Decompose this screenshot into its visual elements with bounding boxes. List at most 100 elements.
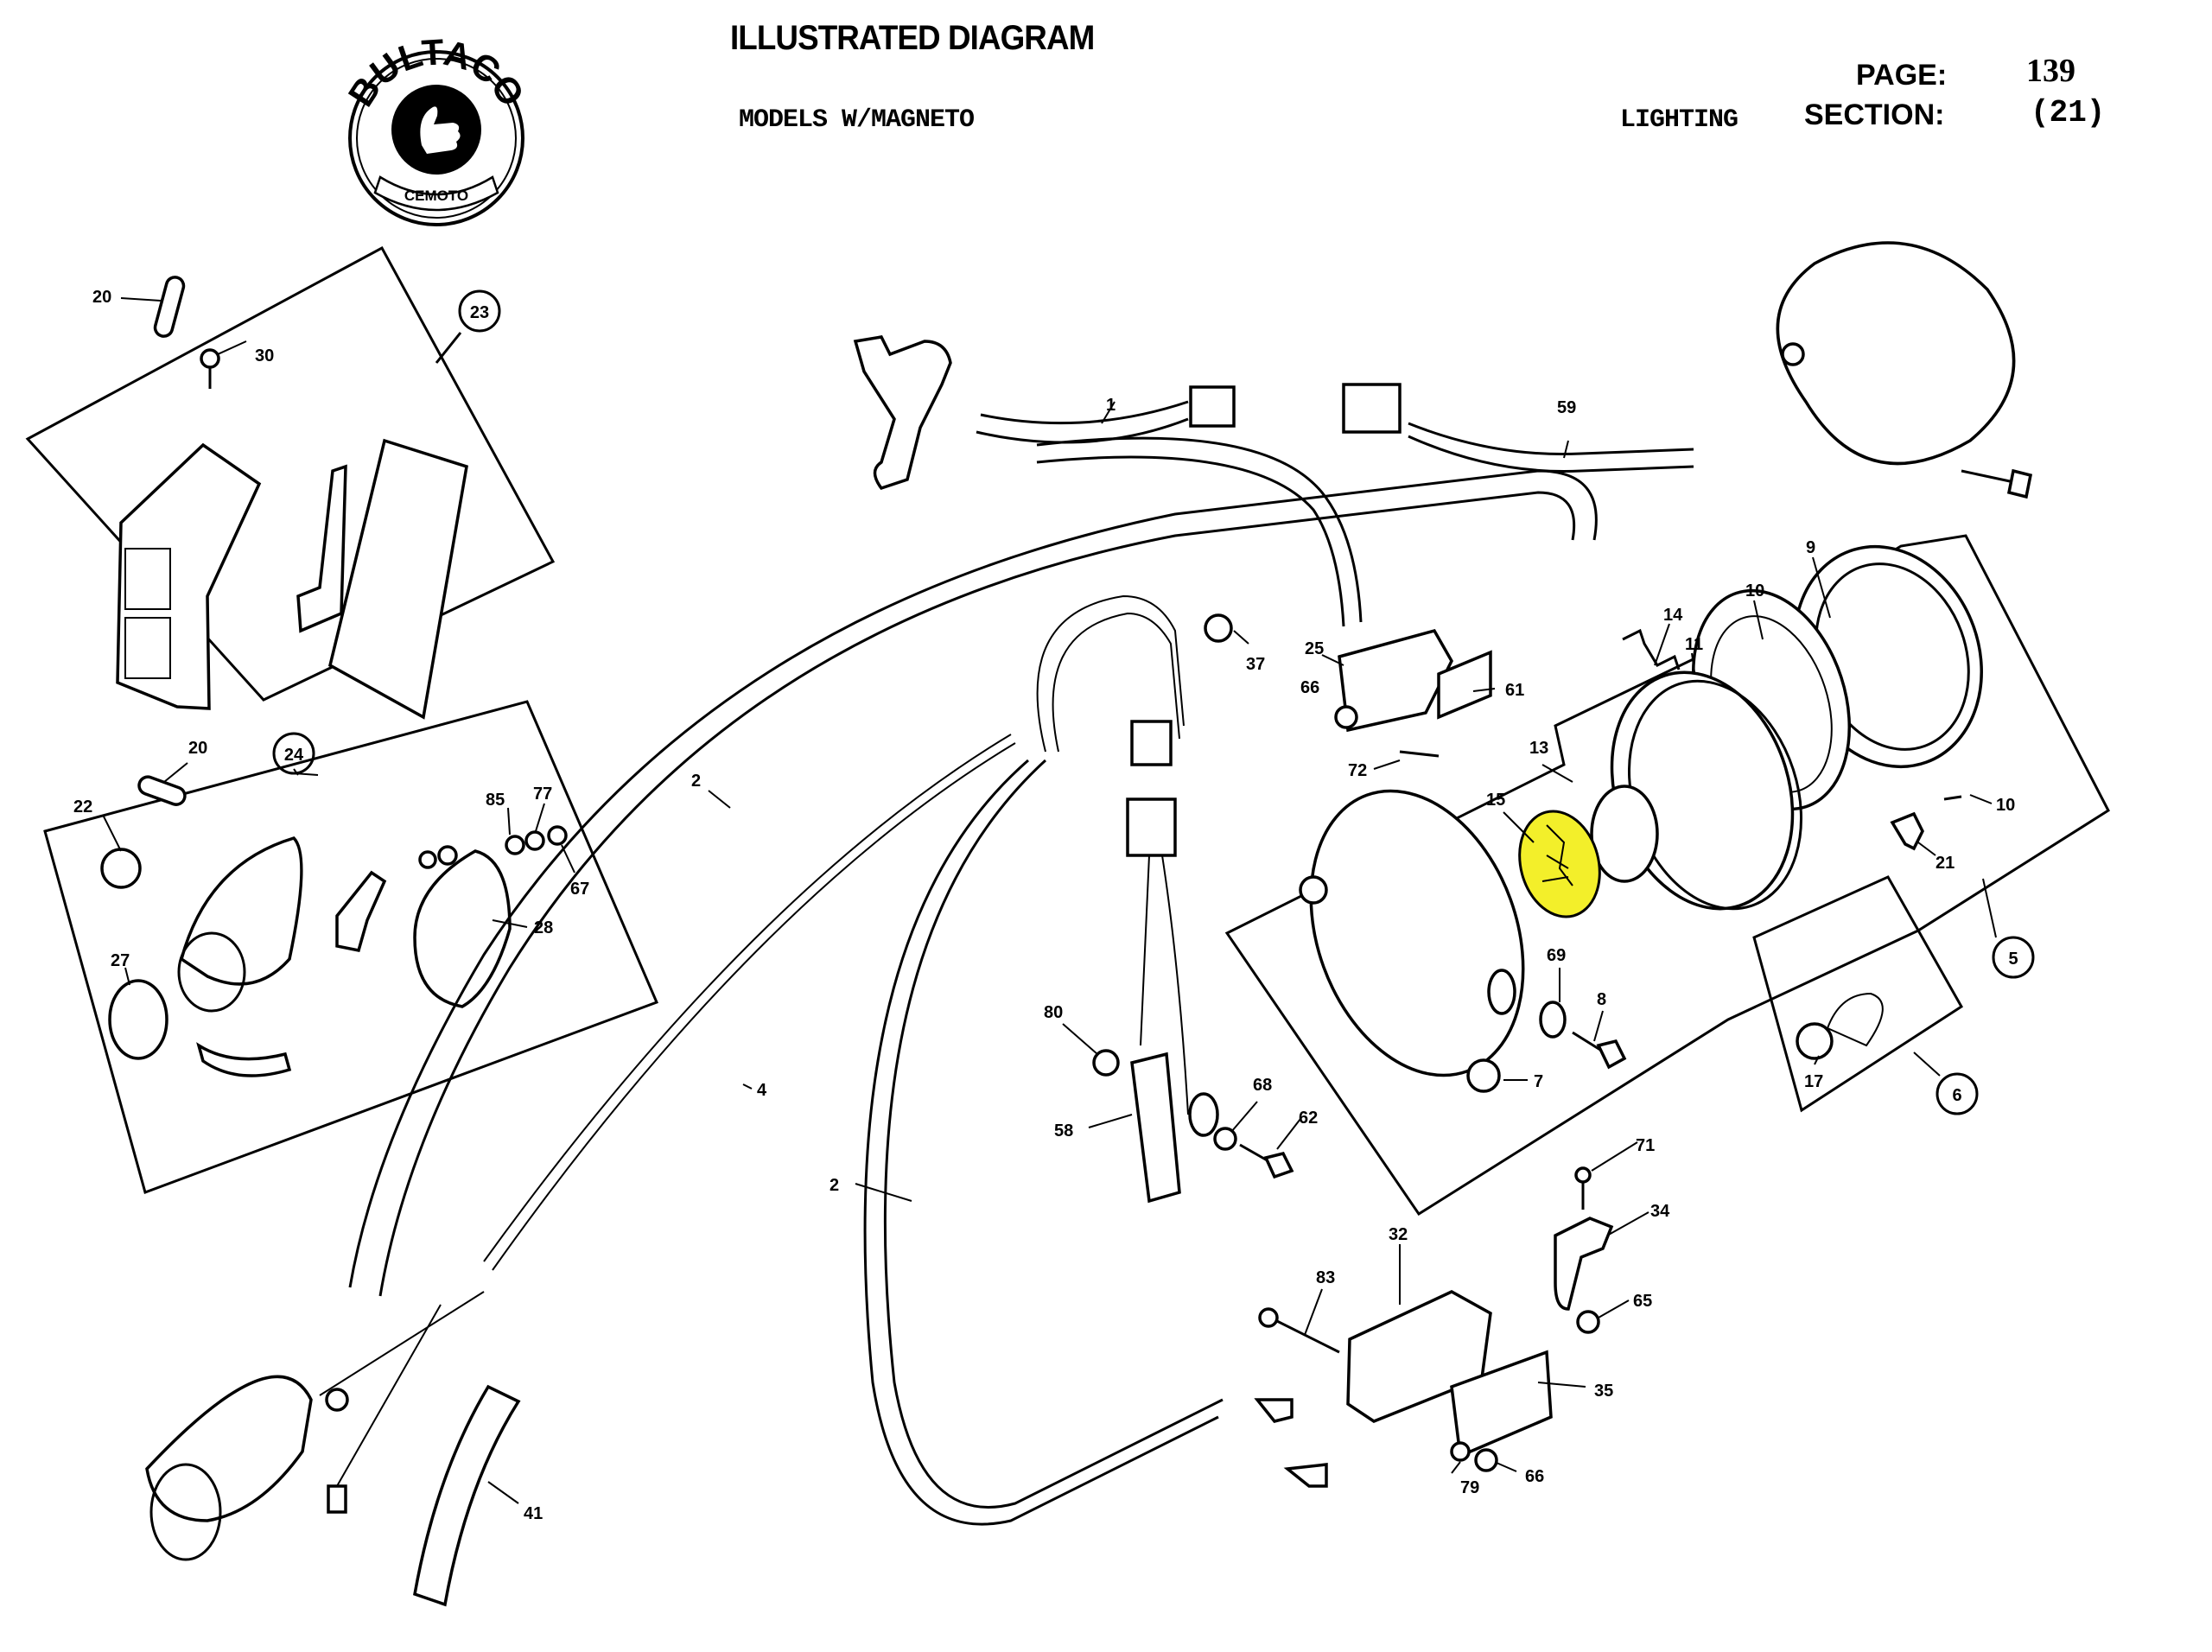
washer	[1539, 1001, 1567, 1039]
callout-6: 6	[1952, 1086, 1961, 1105]
parking-light-lens	[108, 979, 168, 1060]
tail-light-lens	[116, 442, 262, 710]
bulb-socket	[335, 870, 387, 953]
ring-terminal	[1204, 613, 1233, 643]
models-subtitle: MODELS W/MAGNETO	[739, 105, 975, 135]
connector	[1126, 797, 1177, 857]
callout-21: 21	[1936, 854, 1955, 873]
wiring-harness: 1 59 2 4 2	[145, 335, 1694, 1607]
callout-72: 72	[1348, 761, 1367, 780]
bulb-icon	[1796, 1022, 1834, 1060]
bolt	[1596, 1039, 1627, 1070]
callout-4: 4	[757, 1081, 767, 1100]
callout-61: 61	[1505, 681, 1524, 700]
callout-35: 35	[1594, 1382, 1613, 1401]
clip-bracket	[1554, 1217, 1614, 1311]
bultaco-logo: BULTACO CEMOTO	[340, 31, 532, 226]
callout-8: 8	[1597, 990, 1606, 1009]
callout-20: 20	[92, 288, 111, 307]
reflector-bracket	[413, 1384, 521, 1607]
callout-2: 2	[691, 772, 701, 791]
group-badge-6[interactable]	[1936, 1072, 1979, 1115]
bulb-icon	[137, 775, 187, 806]
connector	[1130, 720, 1173, 766]
callout-83: 83	[1316, 1268, 1335, 1287]
tail-light-housing	[145, 1375, 313, 1522]
callout-79: 79	[1460, 1478, 1479, 1497]
washer	[1213, 1127, 1237, 1151]
bolt	[1263, 1151, 1294, 1179]
callout-2: 2	[830, 1176, 839, 1195]
callout-11: 11	[1685, 635, 1703, 654]
license-plate-holder	[327, 438, 468, 720]
bulb-holder	[1590, 785, 1659, 883]
handlebar-switch	[853, 335, 952, 491]
group-badge-5[interactable]	[1992, 936, 2035, 979]
callout-1: 1	[1106, 396, 1116, 415]
group-badge-23[interactable]	[458, 289, 501, 333]
callout-68: 68	[1253, 1076, 1272, 1095]
callout-5: 5	[2008, 950, 2018, 969]
gasket	[413, 849, 512, 1008]
callout-17: 17	[1804, 1072, 1823, 1091]
nut	[1576, 1310, 1600, 1334]
section-number: (21)	[2031, 95, 2106, 130]
bulb-icon	[100, 848, 142, 889]
spring-clip	[1622, 628, 1681, 670]
junction-block-assembly: 37 25 66 61 72	[1204, 613, 1524, 780]
diagram-title: ILLUSTRATED DIAGRAM	[730, 19, 1095, 57]
section-label: SECTION:	[1804, 98, 1945, 131]
callout-10: 10	[1996, 796, 2015, 815]
group-23-box: 23 20 30	[25, 245, 556, 720]
category-label: LIGHTING	[1620, 105, 1738, 135]
logo-ribbon	[373, 175, 499, 212]
lock-washer	[1450, 1441, 1471, 1462]
callout-69: 69	[1547, 946, 1566, 965]
bulb-icon	[153, 276, 186, 338]
group-5-box: 5 9 10 11 14 13 15 21	[1224, 241, 2110, 1217]
callout-23: 23	[470, 303, 489, 322]
grommet	[1466, 1058, 1501, 1093]
logo-ribbon-text: CEMOTO	[404, 187, 468, 204]
connector	[1342, 383, 1402, 434]
nut	[1474, 1448, 1498, 1472]
callout-65: 65	[1633, 1292, 1652, 1311]
screw-icon	[200, 348, 220, 369]
mounting-bracket	[1437, 650, 1492, 720]
callout-66: 66	[1300, 678, 1319, 697]
callout-20: 20	[188, 739, 207, 758]
group-6-box: 17 6	[1752, 875, 1979, 1115]
callout-59: 59	[1557, 398, 1576, 417]
group-badge-24[interactable]	[272, 732, 315, 775]
stop-switch-assembly: 80 58 68 62	[1044, 1003, 1318, 1204]
callout-25: 25	[1305, 639, 1324, 658]
callout-30: 30	[255, 346, 274, 365]
callout-14: 14	[1663, 606, 1683, 625]
parking-light-housing	[179, 836, 303, 986]
callout-58: 58	[1054, 1121, 1073, 1141]
callout-13: 13	[1529, 739, 1548, 758]
page-number: 139	[2026, 53, 2075, 89]
connector	[1189, 385, 1236, 428]
callout-62: 62	[1299, 1109, 1318, 1128]
callout-66: 66	[1525, 1467, 1544, 1486]
page-label: PAGE:	[1856, 59, 1948, 92]
group-24-box: 24 20 22 27 28 85 77 67	[43, 700, 659, 1194]
callout-15: 15	[1486, 791, 1505, 810]
headlight-housing	[1309, 789, 1525, 1077]
bracket	[296, 464, 347, 633]
headlight-shell	[1776, 241, 2016, 466]
callout-22: 22	[73, 797, 92, 816]
callout-34: 34	[1650, 1202, 1670, 1221]
ring-terminal	[1188, 1092, 1219, 1137]
callout-41: 41	[524, 1504, 543, 1523]
callout-80: 80	[1044, 1003, 1063, 1022]
callout-85: 85	[486, 791, 505, 810]
clamp	[1890, 811, 1924, 851]
nut	[1092, 1049, 1120, 1077]
thumbs-up-icon	[420, 106, 461, 154]
callout-71: 71	[1636, 1136, 1655, 1155]
callout-7: 7	[1534, 1072, 1543, 1091]
callout-32: 32	[1389, 1225, 1408, 1244]
